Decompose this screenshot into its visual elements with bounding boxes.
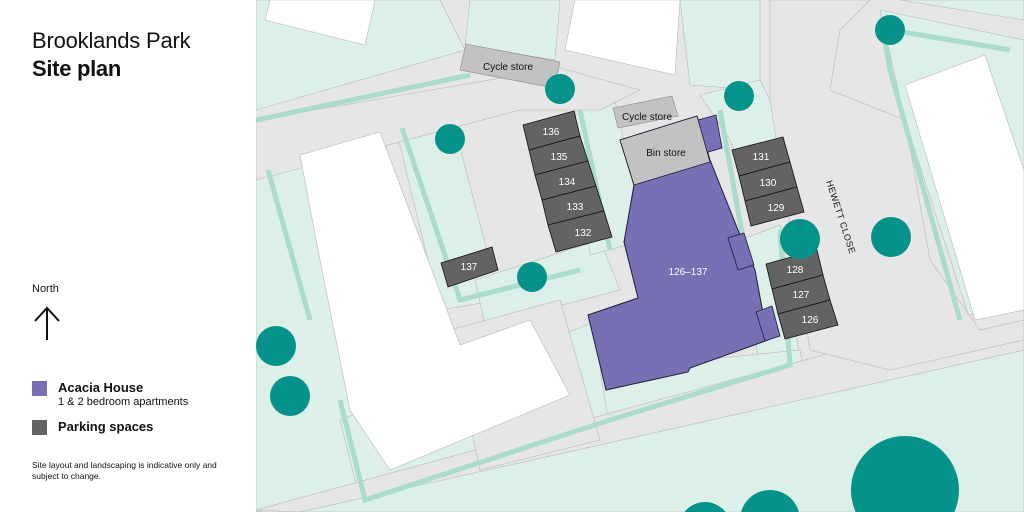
svg-text:Cycle store: Cycle store xyxy=(622,112,672,123)
parking-space-137: 137 xyxy=(461,262,478,273)
info-panel: Brooklands Park Site plan North Acacia H… xyxy=(0,0,256,512)
parking-space-133: 133 xyxy=(567,202,584,213)
cycle-store-2[interactable]: Cycle store xyxy=(612,95,679,129)
svg-text:Cycle store: Cycle store xyxy=(483,62,533,73)
legend-acacia-title: Acacia House xyxy=(58,380,144,395)
parking-space-126: 126 xyxy=(802,315,819,326)
svg-text:Bin store: Bin store xyxy=(646,148,686,159)
north-label: North xyxy=(32,283,59,295)
parking-space-132: 132 xyxy=(575,228,592,239)
parking-space-130: 130 xyxy=(760,178,777,189)
parking-space-129: 129 xyxy=(768,203,785,214)
parking-space-131: 131 xyxy=(753,152,770,163)
site-map[interactable]: Cycle store Cycle store Bin store 126–13… xyxy=(256,0,1024,512)
site-plan-drawing: Cycle store Cycle store Bin store 126–13… xyxy=(256,0,1024,512)
acacia-house[interactable]: Bin store 126–137 xyxy=(587,114,781,391)
existing-buildings xyxy=(264,0,1024,471)
parking-space-134: 134 xyxy=(559,177,576,188)
parking-space-136: 136 xyxy=(543,127,560,138)
legend-acacia-subtitle: 1 & 2 bedroom apartments xyxy=(58,396,189,408)
arrow-up-icon xyxy=(34,306,60,340)
parking-space-128: 128 xyxy=(787,265,804,276)
project-title: Brooklands Park xyxy=(32,28,191,53)
parking-space-137-shape xyxy=(440,246,499,288)
disclaimer: Site layout and landscaping is indicativ… xyxy=(32,460,217,481)
acacia-house-swatch xyxy=(32,381,47,396)
parking-block-126-128 xyxy=(765,249,839,340)
parking-space-135: 135 xyxy=(551,152,568,163)
trees xyxy=(256,15,959,512)
page-title: Site plan xyxy=(32,56,121,81)
acacia-house-label: 126–137 xyxy=(669,267,708,278)
parking-block-132-136 xyxy=(522,110,613,253)
parking-block-129-131 xyxy=(731,136,805,227)
legend-parking-title: Parking spaces xyxy=(58,419,154,434)
parking-swatch xyxy=(32,420,47,435)
parking-space-127: 127 xyxy=(793,290,810,301)
